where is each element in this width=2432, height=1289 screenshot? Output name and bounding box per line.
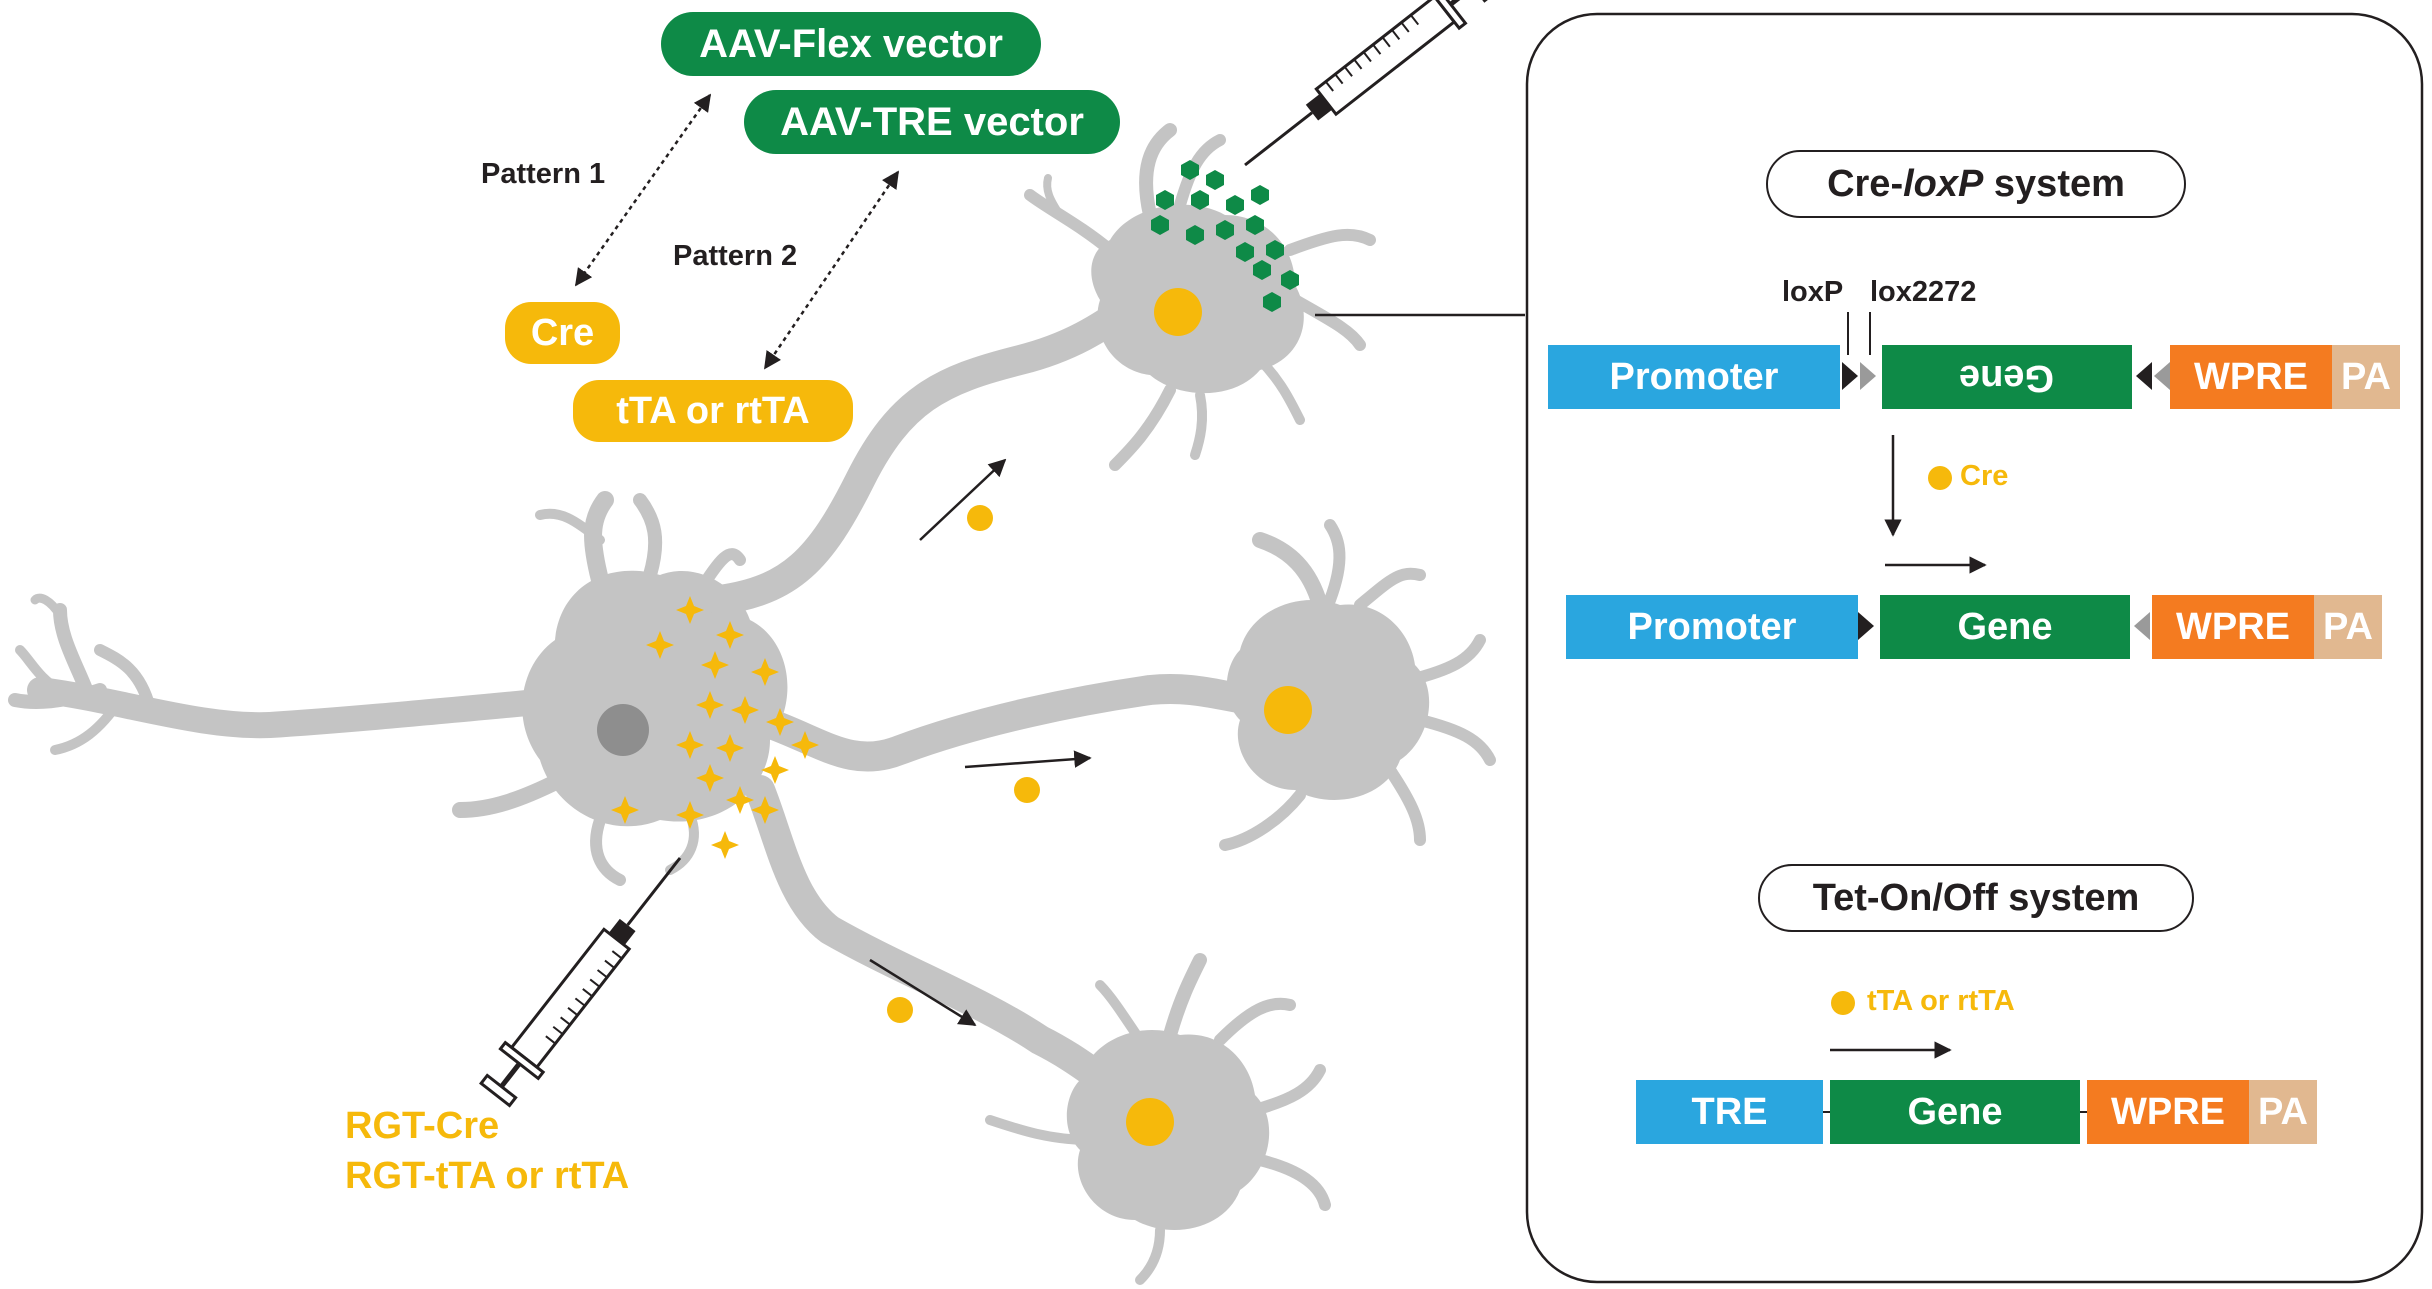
cre-dot — [1928, 466, 1952, 490]
lox2272-triangle-3 — [2134, 612, 2150, 640]
rgt-virus-particles — [611, 596, 819, 859]
cre-loxp-title: Cre-loxP system — [1766, 150, 2186, 218]
aav-flex-vector-pill: AAV-Flex vector — [661, 12, 1041, 76]
central-nucleus — [597, 704, 649, 756]
loxp-label: loxP — [1782, 276, 1844, 308]
cre-loxp-title-italic: loxP — [1903, 162, 1984, 205]
aav-virus-particles — [1151, 160, 1299, 312]
lox2272-triangle-2 — [2154, 362, 2170, 390]
gene-box-inverted: Gene — [1882, 345, 2132, 409]
cre-label: Cre — [1960, 460, 2009, 492]
aav-tre-vector-pill: AAV-TRE vector — [744, 90, 1120, 154]
gene-box-tet: Gene — [1830, 1080, 2080, 1144]
systems-panel — [1525, 12, 2424, 1284]
cre-loxp-title-prefix: Cre- — [1827, 162, 1904, 205]
loxp-triangle-3 — [1858, 612, 1874, 640]
lox2272-triangle-1 — [1860, 362, 1876, 390]
transport-arrow-middle — [964, 750, 1092, 769]
pattern1-label: Pattern 1 — [481, 158, 606, 190]
wpre-box-tet: WPRE — [2087, 1080, 2249, 1144]
wpre-box-1: WPRE — [2170, 345, 2332, 409]
upper-nucleus — [1154, 288, 1202, 336]
loxp-triangle-2 — [2136, 362, 2152, 390]
transported-particle-upper — [967, 505, 993, 531]
tet-title: Tet-On/Off system — [1758, 864, 2194, 932]
transported-particle-middle — [1014, 777, 1040, 803]
gene-inverted-label: Gene — [1959, 356, 2055, 399]
middle-neuron — [1219, 519, 1496, 851]
central-neuron — [8, 285, 1275, 1105]
pa-box-2: PA — [2314, 595, 2382, 659]
tta-dot — [1831, 991, 1855, 1015]
wpre-box-2: WPRE — [2152, 595, 2314, 659]
cre-pill: Cre — [505, 302, 620, 364]
tta-pill: tTA or rtTA — [573, 380, 853, 442]
transported-particle-lower — [887, 997, 913, 1023]
lower-nucleus — [1126, 1098, 1174, 1146]
pa-box-1: PA — [2332, 345, 2400, 409]
tta-label: tTA or rtTA — [1867, 985, 2015, 1017]
pa-box-tet: PA — [2249, 1080, 2317, 1144]
tre-box: TRE — [1636, 1080, 1823, 1144]
lox2272-label: lox2272 — [1870, 276, 1977, 308]
middle-nucleus — [1264, 686, 1312, 734]
transport-arrow-lower — [869, 958, 977, 1027]
loxp-triangle-1 — [1842, 362, 1858, 390]
promoter-box-1: Promoter — [1548, 345, 1840, 409]
rgt-cre-label: RGT-Cre — [345, 1105, 500, 1147]
rgt-tta-label: RGT-tTA or rtTA — [345, 1155, 630, 1197]
pattern1-arrow — [574, 93, 712, 287]
syringe-lower — [479, 857, 682, 1108]
syringe-upper — [1244, 0, 1495, 167]
promoter-box-2: Promoter — [1566, 595, 1858, 659]
upper-neuron — [1024, 123, 1376, 471]
transport-arrow-upper — [919, 458, 1007, 541]
pattern2-label: Pattern 2 — [673, 240, 798, 272]
cre-loxp-title-suffix: system — [1983, 162, 2125, 205]
gene-box-2: Gene — [1880, 595, 2130, 659]
